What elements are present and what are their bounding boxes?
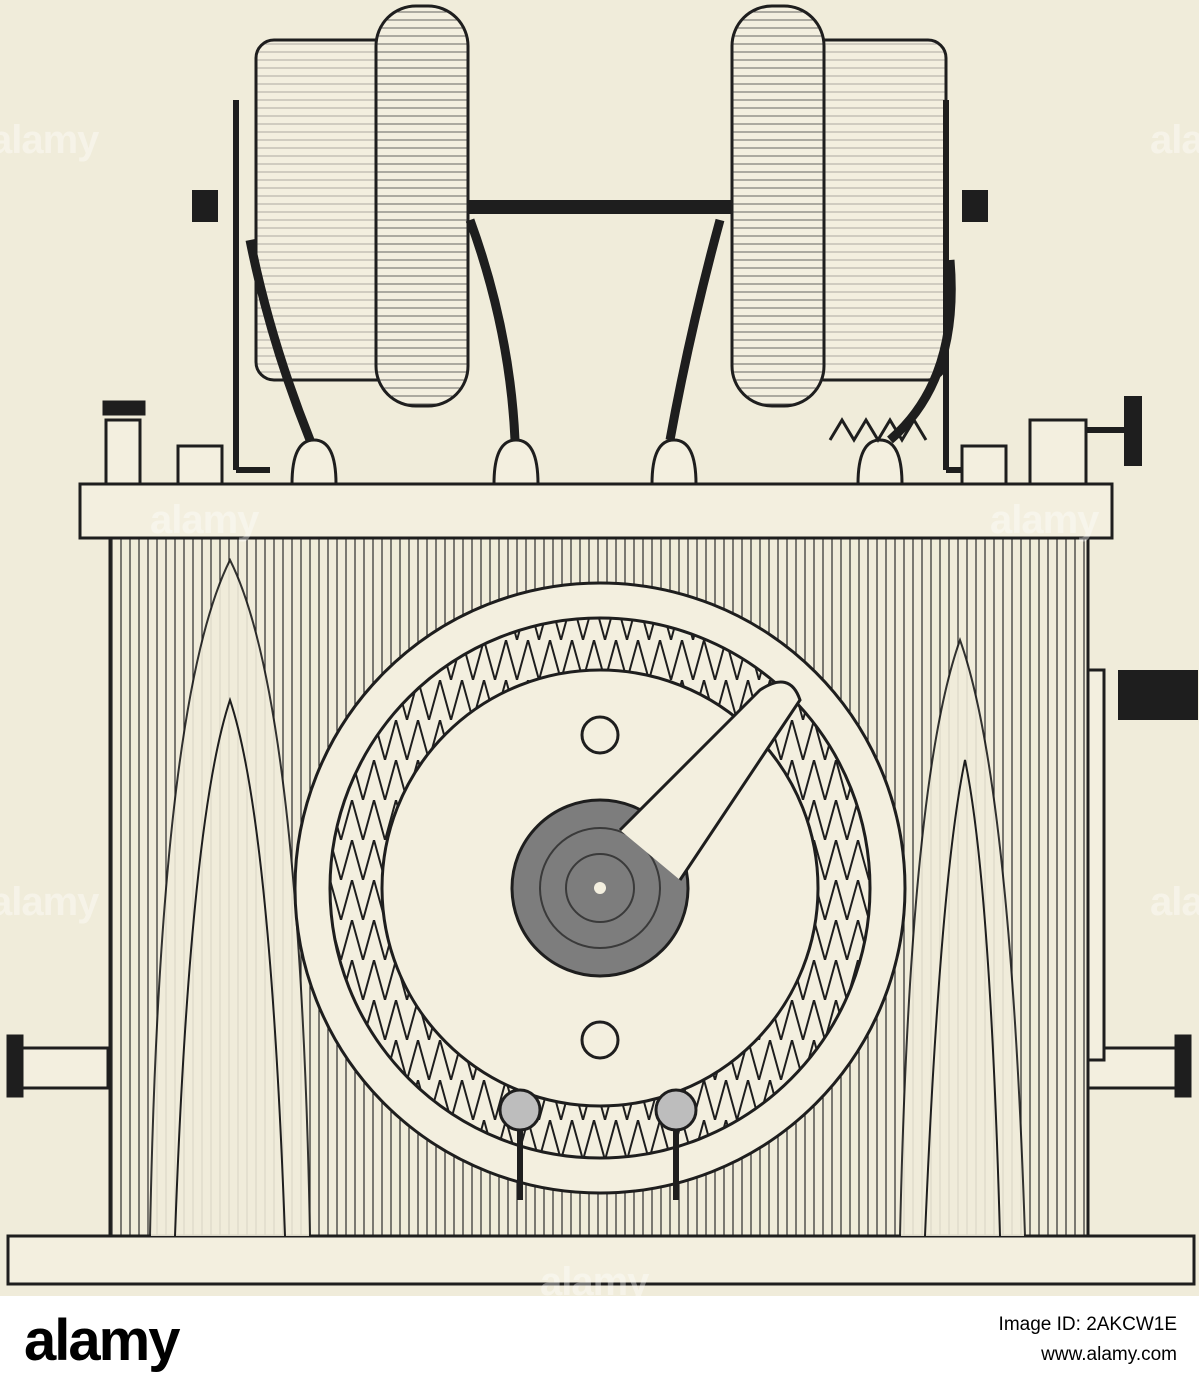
rheostat-dial bbox=[293, 581, 907, 1200]
right-field-magnet bbox=[730, 4, 1000, 473]
base-plate bbox=[6, 1234, 1196, 1286]
spring-adjuster bbox=[828, 396, 1142, 486]
engraving-illustration bbox=[6, 4, 1198, 1286]
alamy-logo: alamy bbox=[24, 1308, 180, 1373]
side-crank bbox=[1086, 668, 1198, 1062]
footer-bar: alamy Image ID: 2AKCW1E www.alamy.com bbox=[0, 1296, 1199, 1390]
lead-wires bbox=[245, 218, 956, 444]
left-field-magnet bbox=[192, 4, 470, 473]
image-id-label: Image ID: 2AKCW1E bbox=[998, 1314, 1177, 1335]
terminal-posts bbox=[102, 400, 1008, 486]
site-url: www.alamy.com bbox=[1041, 1344, 1177, 1365]
image-id-block: Image ID: 2AKCW1E www.alamy.com bbox=[999, 1310, 1177, 1370]
connecting-rod bbox=[468, 200, 732, 214]
side-binding-posts bbox=[6, 1034, 1192, 1098]
top-board bbox=[78, 482, 1114, 540]
